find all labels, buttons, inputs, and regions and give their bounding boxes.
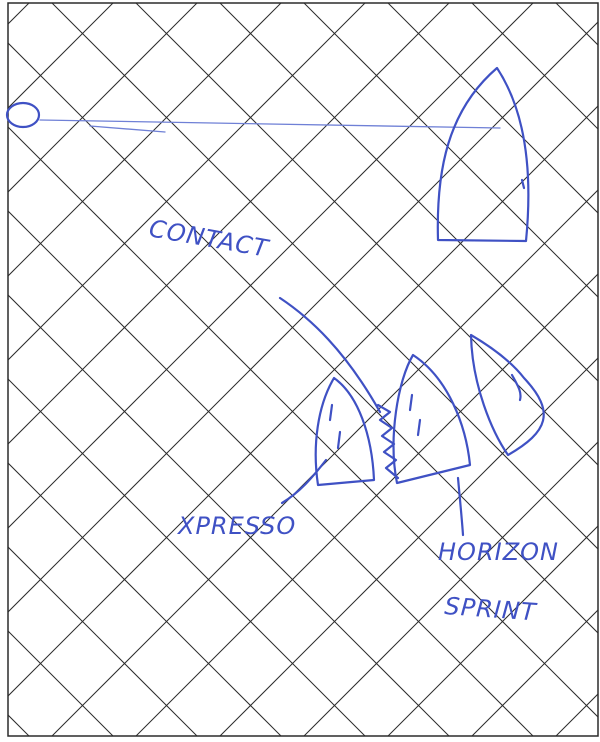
- grid-line: [556, 3, 600, 736]
- grid-frame: [8, 3, 598, 736]
- horizon-pointer-line: [458, 478, 463, 535]
- circle-mark-icon: [7, 103, 39, 127]
- boat-sprint-icon: [471, 335, 544, 455]
- grid-line: [304, 3, 600, 736]
- xpresso-pointer-line: [282, 460, 326, 503]
- boat-upper-right-mark: [522, 180, 524, 188]
- layline-line: [40, 120, 500, 128]
- grid-line: [388, 3, 600, 736]
- grid-line: [220, 3, 600, 736]
- grid-line: [0, 3, 533, 736]
- grid-line: [0, 3, 113, 736]
- grid-line: [0, 3, 449, 736]
- diagonal-grid: [0, 3, 600, 736]
- grid-line: [0, 3, 281, 736]
- mark-group: [7, 103, 500, 132]
- grid-line: [0, 3, 197, 736]
- boat-horizon-mark: [410, 395, 420, 435]
- boat-horizon-icon: [394, 355, 470, 483]
- grid-line: [0, 3, 600, 736]
- grid-line: [0, 3, 113, 736]
- grid-line: [472, 3, 600, 736]
- grid-line: [220, 3, 600, 736]
- grid-line: [0, 3, 29, 736]
- boat-xpresso-icon: [316, 378, 374, 485]
- boat-group: [316, 335, 544, 485]
- horizon-label: HORIZON: [438, 538, 559, 566]
- grid-line: [556, 3, 600, 736]
- grid-line: [304, 3, 600, 736]
- grid-line: [0, 3, 533, 736]
- grid-line: [0, 3, 365, 736]
- grid-line: [0, 3, 281, 736]
- grid-line: [0, 3, 449, 736]
- layline-short-line: [90, 126, 165, 132]
- xpresso-label: XPRESSO: [176, 512, 296, 540]
- grid-line: [388, 3, 600, 736]
- grid-line: [0, 3, 29, 736]
- boat-sprint-mark: [512, 375, 521, 400]
- contact-label: CONTACT: [147, 214, 272, 263]
- grid-line: [0, 3, 600, 736]
- grid-line: [0, 3, 365, 736]
- contact-pointer-line: [280, 298, 380, 412]
- boat-xpresso-mark: [330, 405, 340, 448]
- boat-upper-right-icon: [438, 68, 529, 241]
- grid-line: [0, 3, 197, 736]
- sprint-label: SPRINT: [444, 592, 539, 626]
- grid-line: [0, 3, 600, 736]
- grid-line: [0, 3, 600, 736]
- grid-line: [472, 3, 600, 736]
